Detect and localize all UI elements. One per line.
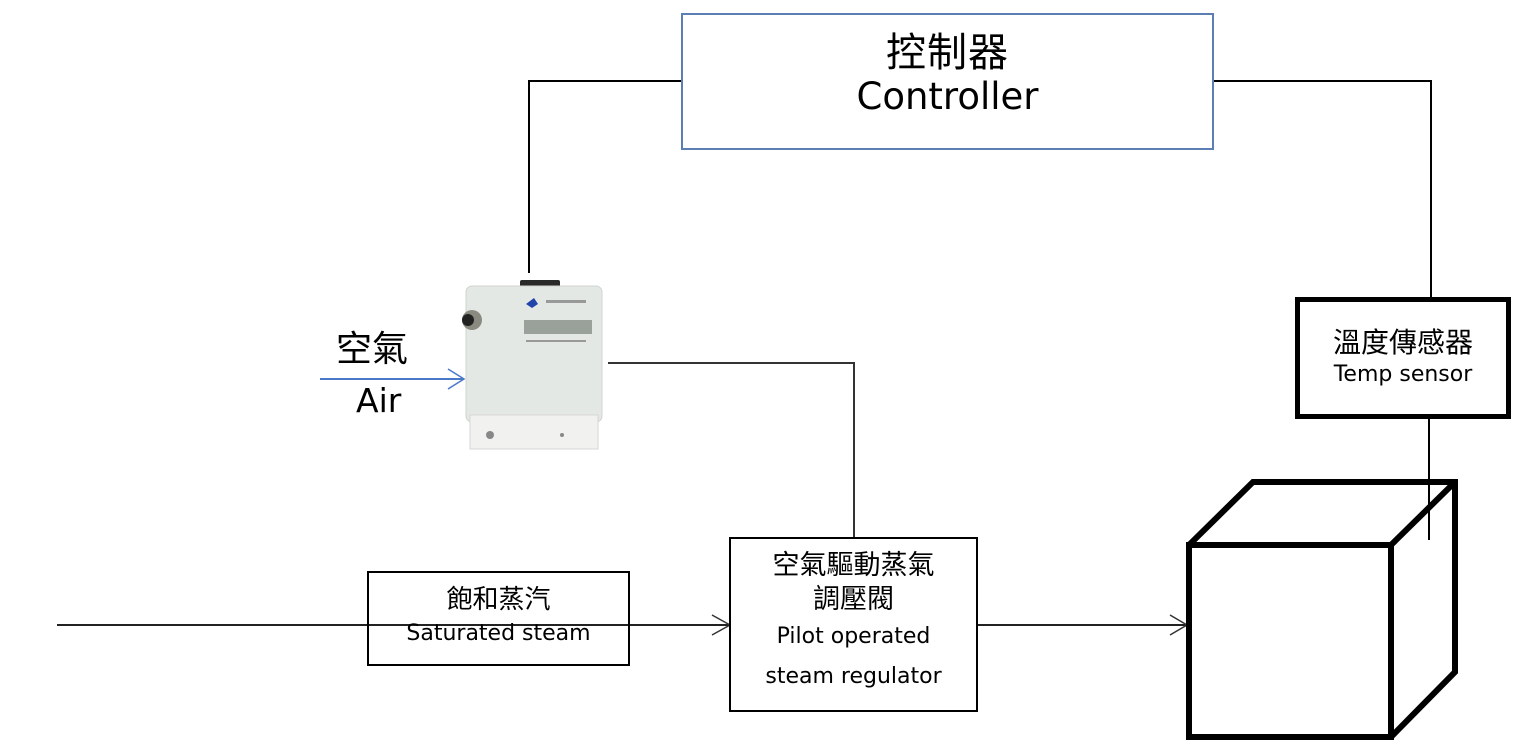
temp-sensor-label-en: Temp sensor [1333, 362, 1473, 387]
regulator-label-zh-1: 空氣驅動蒸氣 [772, 550, 935, 581]
regulator-label-zh-2: 調壓閥 [813, 584, 894, 615]
saturated-steam-box: 飽和蒸汽 Saturated steam [367, 571, 630, 666]
controller-to-sensor-line [1214, 80, 1432, 300]
controller-label-zh: 控制器 [886, 30, 1009, 76]
air-label-en: Air [356, 381, 402, 420]
regulator-label-en-1: Pilot operated [776, 624, 931, 649]
regulator-label-en-2: steam regulator [765, 664, 942, 689]
temp-sensor-box: 溫度傳感器 Temp sensor [1295, 297, 1511, 419]
temp-sensor-label-zh: 溫度傳感器 [1332, 326, 1473, 359]
chamber-cube [1186, 479, 1458, 740]
saturated-steam-label-zh: 飽和蒸汽 [446, 585, 551, 615]
air-label-zh: 空氣 [336, 329, 409, 370]
regulator-box: 空氣驅動蒸氣 調壓閥 Pilot operated steam regulato… [729, 537, 978, 712]
controller-box: 控制器 Controller [681, 13, 1214, 150]
air-arrow-head [447, 368, 466, 390]
converter-to-regulator-line [608, 362, 855, 537]
saturated-steam-label-en: Saturated steam [406, 621, 591, 646]
electro-pneumatic-converter-icon [462, 280, 603, 450]
controller-to-converter-line [528, 80, 681, 273]
controller-label-en: Controller [856, 75, 1039, 118]
